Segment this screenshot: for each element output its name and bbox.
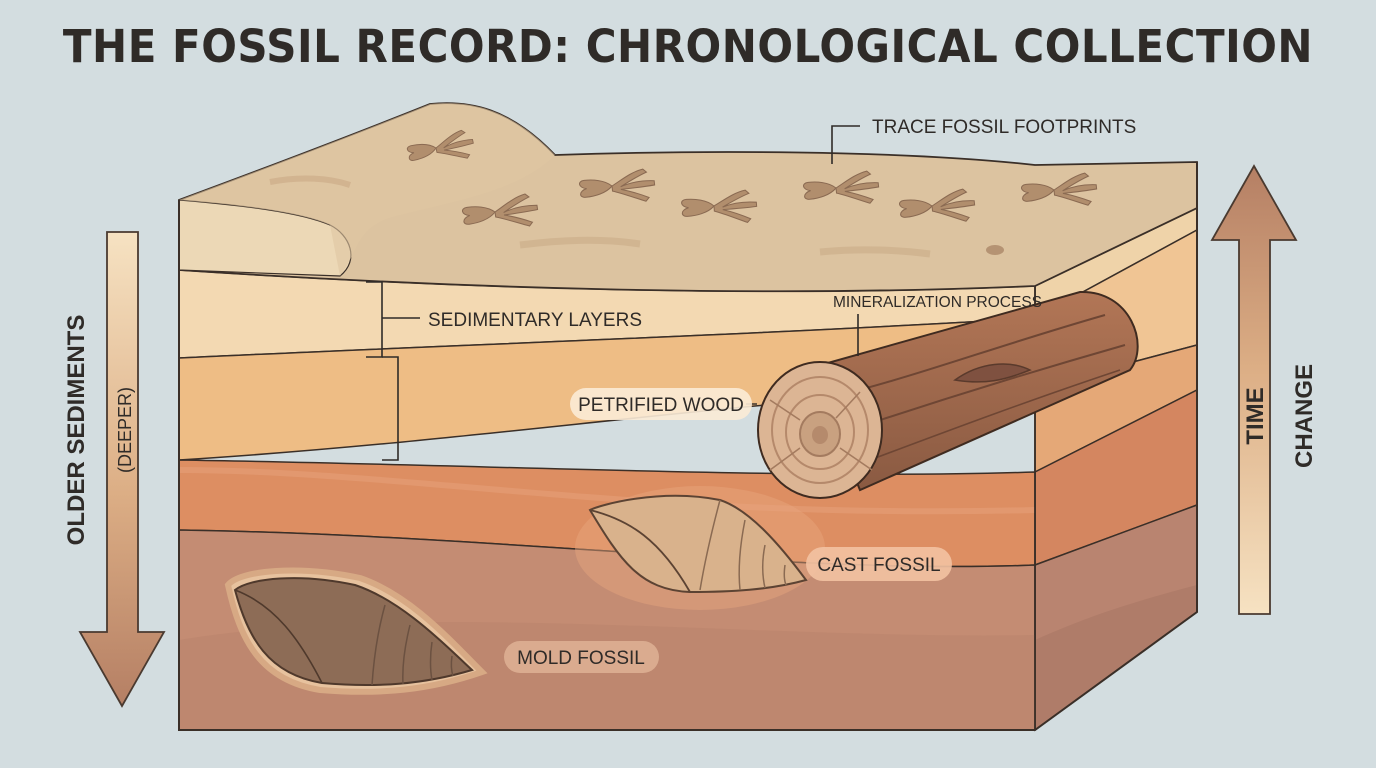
mold-fossil-label-bg [504,641,659,673]
cast-fossil-label-bg [806,547,952,581]
older-sediments-arrow [78,231,166,708]
petrified-wood-label-bg [570,388,752,420]
cast-fossil-label: CAST FOSSIL [817,555,940,576]
mold-fossil-label: MOLD FOSSIL [517,648,645,669]
mineralization-label: MINERALIZATION PROCESS [833,294,1042,311]
sedimentary-layers-label: SEDIMENTARY LAYERS [428,310,642,331]
block-side-faces [1034,206,1198,732]
deeper-label: (DEEPER) [115,387,135,473]
older-sediments-label: OLDER SEDIMENTS [63,315,90,546]
mold-fossil-impression [224,567,488,695]
diagram-title: THE FOSSIL RECORD: CHRONOLOGICAL COLLECT… [62,20,1314,73]
petrified-wood-label: PETRIFIED WOOD [578,395,744,416]
change-label: CHANGE [1291,364,1318,468]
callouts [366,125,860,461]
cast-fossil-shell [575,486,825,610]
petrified-wood-log [757,290,1139,499]
time-label: TIME [1242,387,1269,444]
trace-fossil-label: TRACE FOSSIL FOOTPRINTS [872,117,1136,138]
time-change-arrow [1210,164,1298,615]
